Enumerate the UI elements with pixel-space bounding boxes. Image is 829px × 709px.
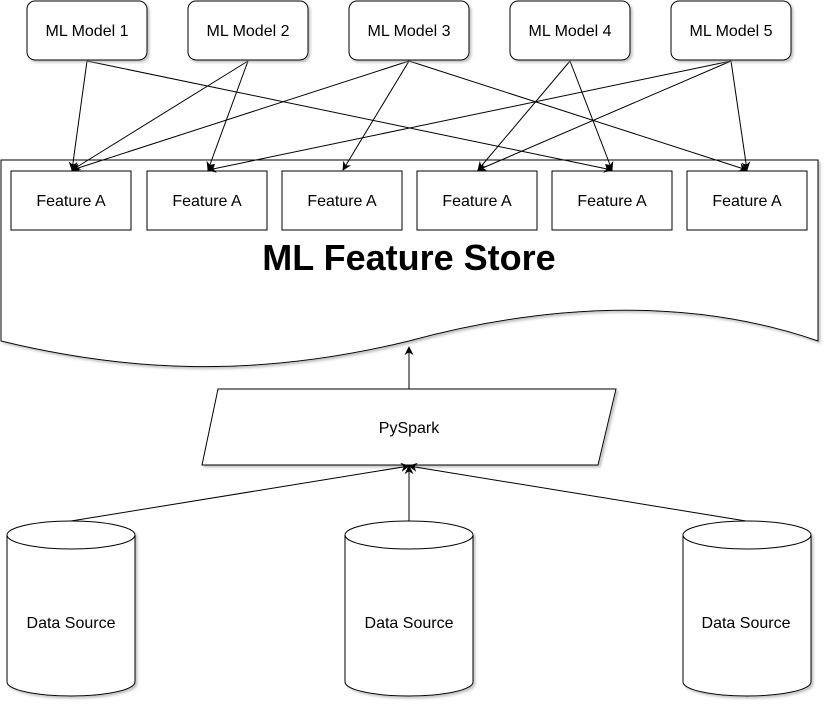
arrow-model1-feature5 [86,60,613,173]
data-source-label: Data Source [27,615,116,632]
arrow-model3-feature3 [342,60,410,171]
model-box: ML Model 4 [509,0,631,61]
model-label: ML Model 3 [368,23,451,40]
arrow-model4-feature4 [477,60,571,171]
arrow-model5-feature4 [477,60,732,171]
feature-store-title: ML Feature Store [262,237,555,278]
arrow-model5-feature6 [730,60,751,171]
feature-box: Feature A [551,170,673,231]
arrow-model2-feature2 [206,60,249,171]
feature-box: Feature A [10,170,132,231]
database-icon [682,520,812,697]
data-source: Data Source [682,520,812,697]
feature-label: Feature A [577,193,647,210]
model-label: ML Model 4 [529,23,612,40]
arrow-source1-pyspark [70,462,410,522]
feature-label: Feature A [712,193,782,210]
feature-row: Feature A Feature A Feature A Feature A … [10,170,808,231]
feature-label: Feature A [442,193,512,210]
feature-label: Feature A [307,193,377,210]
database-icon [344,520,474,697]
source-arrows [70,462,747,522]
model-label: ML Model 5 [690,23,773,40]
arrow-model3-feature1 [71,60,410,172]
model-box: ML Model 2 [187,0,309,61]
model-box: ML Model 1 [26,0,148,61]
data-source: Data Source [344,520,474,697]
model-label: ML Model 1 [46,23,129,40]
pyspark-process: PySpark [201,388,617,466]
feature-box: Feature A [686,170,808,231]
arrow-model2-feature1 [71,60,249,171]
arrow-source3-pyspark [408,462,747,522]
data-source-label: Data Source [365,615,454,632]
database-icon [6,520,136,697]
model-feature-arrows [68,60,751,173]
pyspark-label: PySpark [379,420,440,437]
arrow-model3-feature6 [408,60,748,172]
arrow-model1-feature1 [68,60,88,171]
feature-box: Feature A [416,170,538,231]
data-source: Data Source [6,520,136,697]
model-label: ML Model 2 [207,23,290,40]
feature-box: Feature A [146,170,268,231]
arrow-model4-feature5 [569,60,614,171]
arrow-model5-feature2 [207,60,732,173]
model-row: ML Model 1 ML Model 2 ML Model 3 ML Mode… [26,0,792,61]
feature-label: Feature A [172,193,242,210]
model-box: ML Model 3 [348,0,470,61]
pyspark-shape [201,388,617,466]
feature-box: Feature A [281,170,403,231]
feature-label: Feature A [36,193,106,210]
data-source-label: Data Source [702,615,791,632]
model-box: ML Model 5 [670,0,792,61]
